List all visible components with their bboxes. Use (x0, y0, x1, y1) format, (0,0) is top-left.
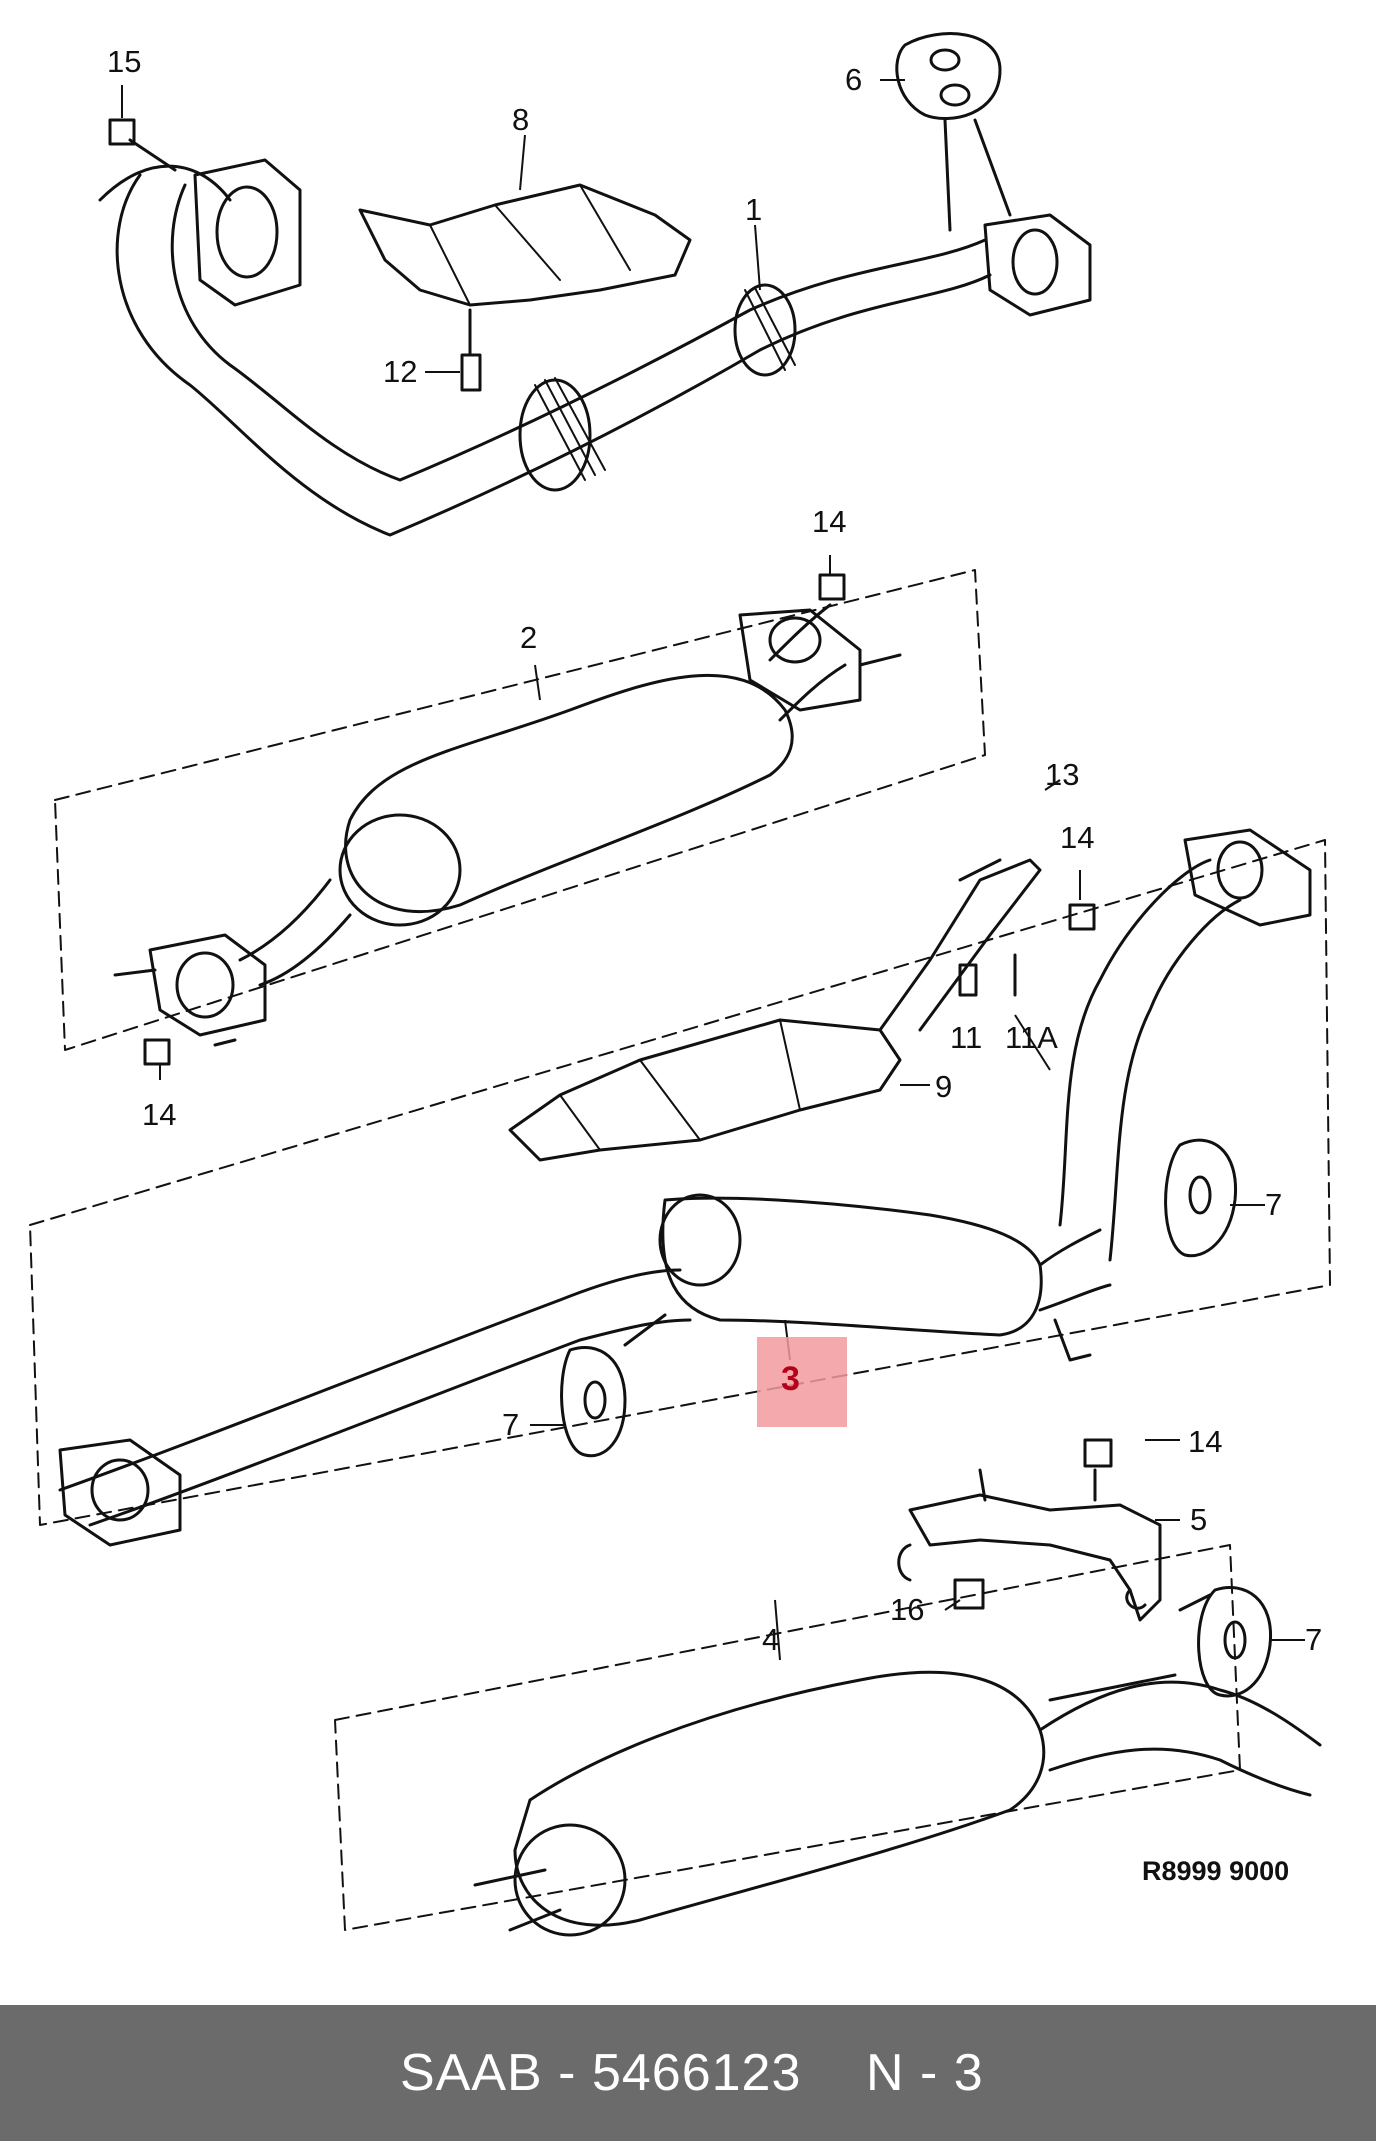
nut (143, 1038, 171, 1066)
part-number: SAAB - 5466123 (400, 2044, 802, 2102)
callout-12: 12 (383, 354, 417, 389)
callout-3: 3 (781, 1360, 800, 1398)
callout-1: 1 (745, 192, 762, 227)
callout-5: 5 (1190, 1502, 1207, 1537)
bolt (460, 308, 482, 392)
nut (818, 573, 846, 601)
rubber-hanger (1164, 1138, 1238, 1258)
group-outline (29, 839, 1331, 1526)
callout-14: 14 (812, 504, 846, 539)
callout-15: 15 (107, 44, 141, 79)
middle-pipe (58, 1268, 692, 1547)
intermediate-pipe (1058, 828, 1312, 1262)
heat-shield (358, 183, 692, 307)
highlight-box (757, 1337, 847, 1427)
callout-14: 14 (142, 1097, 176, 1132)
callout-9: 9 (935, 1069, 952, 1104)
rubber-hanger (560, 1313, 667, 1458)
callout-13: 13 (1045, 757, 1079, 792)
front-muffler (113, 603, 902, 1047)
rubber-hanger (895, 32, 1012, 232)
rubber-hanger (1178, 1585, 1273, 1698)
mounting-bracket (897, 1438, 1162, 1622)
callout-7: 7 (1305, 1622, 1322, 1657)
drawing-code: R8999 9000 (1142, 1856, 1289, 1886)
center-muffler (658, 1193, 1112, 1362)
nut (108, 118, 136, 146)
exhaust-system-diagram: 15 8 1 6 12 14 2 13 14 11 11A 9 14 7 3 7… (29, 32, 1331, 1937)
callout-11: 11 (950, 1020, 982, 1055)
callout-4: 4 (762, 1622, 779, 1657)
callout-2: 2 (520, 620, 537, 655)
callout-16: 16 (890, 1592, 924, 1627)
callout-14: 14 (1188, 1424, 1222, 1459)
bolt (958, 903, 1096, 997)
group-outline (334, 1544, 1241, 1931)
callout-11a: 11A (1005, 1020, 1058, 1055)
callout-14: 14 (1060, 820, 1094, 855)
group-outline (54, 569, 986, 1051)
heat-shield (508, 858, 1042, 1162)
callout-6: 6 (845, 62, 862, 97)
part-number-footer: SAAB - 5466123 N - 3 (0, 2005, 1376, 2141)
rear-muffler (473, 1670, 1322, 1937)
diagram-reference: N - 3 (866, 2044, 984, 2102)
callout-8: 8 (512, 102, 529, 137)
front-pipe (98, 158, 1092, 537)
callout-7: 7 (502, 1407, 519, 1442)
callout-7: 7 (1265, 1187, 1282, 1222)
